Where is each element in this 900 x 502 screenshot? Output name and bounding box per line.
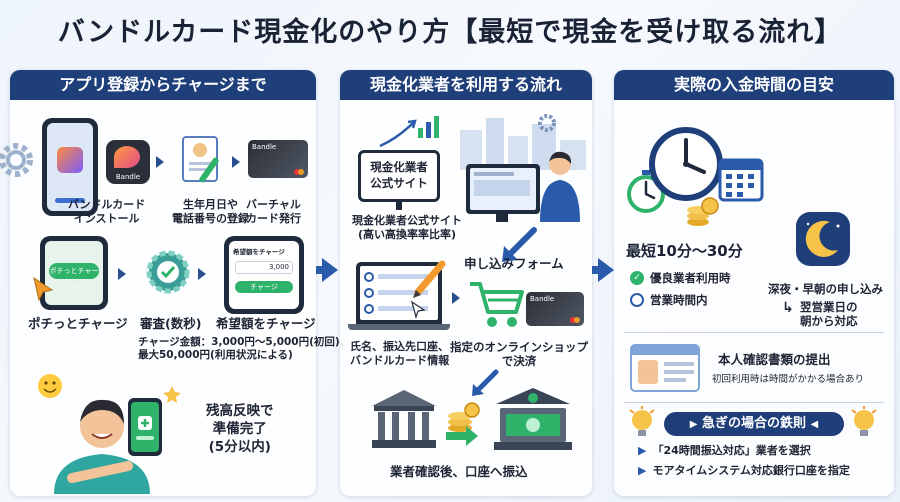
vendor-site-sign: 現金化業者 公式サイト <box>358 150 440 202</box>
gear-icon <box>0 143 33 177</box>
step-review-label: 審査(数秒) <box>140 316 202 331</box>
step-virtual-card-label: バーチャル カード発行 <box>246 198 301 225</box>
charge-amount-note: チャージ金額：3,000円〜5,000円(初回)、 最大50,000円(利用状況… <box>138 336 351 362</box>
column-header: 実際の入金時間の目安 <box>614 70 894 100</box>
city-skyline-illustration <box>460 118 586 170</box>
bar-chart-icon <box>418 116 439 138</box>
arrow-down-left-icon <box>472 369 499 396</box>
arrow-right-icon <box>156 156 164 168</box>
step-registration-label: 生年月日や 電話番号の登録 <box>172 198 249 225</box>
approval-badge-icon <box>146 250 190 294</box>
id-card-icon <box>630 344 700 392</box>
bandle-card: Bandle <box>526 292 584 326</box>
phone-app-install <box>42 118 98 216</box>
arrow-right-icon <box>198 268 206 280</box>
user-at-computer-illustration <box>540 151 580 222</box>
online-shop-payment-label: 指定のオンラインショップ で決済 <box>450 340 588 369</box>
phone-charge-amount: 希望額をチャージ 3,000 チャージ <box>224 236 304 314</box>
arrow-right-icon: ▶ <box>689 419 698 430</box>
arrow-left-icon: ◀ <box>810 419 819 430</box>
arrow-right-icon <box>452 292 460 304</box>
coin-stack-icon <box>448 402 480 432</box>
app-icon <box>57 147 83 173</box>
night-application-title: 深夜・早朝の申し込み <box>768 282 883 296</box>
cursor-icon <box>411 300 426 320</box>
charge-button-screen: ポチっとチャージ <box>49 263 99 291</box>
vendor-site-label: 現金化業者公式サイト (高い高換率率比率) <box>352 214 462 241</box>
rule-moretime-bank: ▶ モアタイムシステム対応銀行口座を指定 <box>638 463 850 478</box>
phone-charge-button: ポチっとチャージ <box>40 236 108 310</box>
night-arrow-icon: ↳ <box>782 300 794 316</box>
money-bank-icon <box>494 388 572 450</box>
coins-icon <box>687 197 719 226</box>
cursor-icon <box>33 276 54 302</box>
flow-arrow-body <box>316 266 326 274</box>
fastest-time: 最短10分〜30分 <box>626 242 743 260</box>
amount-field: 3,000 <box>235 261 293 274</box>
corner-arrow-icon: ▶ <box>638 463 647 477</box>
id-submission-note: 初回利用時は時間がかかる場合あり <box>712 374 865 385</box>
flow-arrow-icon <box>598 258 614 282</box>
check-icon: ✓ <box>630 271 644 285</box>
urgent-rules-banner: ▶ 急ぎの場合の鉄則 ◀ <box>664 412 844 436</box>
flow-arrow-body <box>592 266 600 274</box>
column-vendor-flow: 現金化業者を利用する流れ 現金化業者 公式サイト 現金化業者公式サイト (高い高 <box>340 70 592 496</box>
form-info-label: 氏名、振込先口座、 バンドルカード情報 <box>350 340 450 367</box>
column-header: アプリ登録からチャージまで <box>10 70 316 100</box>
mastercard-icon <box>570 317 580 323</box>
corner-arrow-icon: ▶ <box>638 443 647 457</box>
column-deposit-time: 実際の入金時間の目安 最短10分〜30分 ✓ 優良業者利用時 営業時間内 <box>614 70 894 496</box>
moon-icon <box>796 212 850 266</box>
bullet-quality-vendor: ✓ 優良業者利用時 <box>630 270 731 286</box>
step-charge-label: ポチっとチャージ <box>28 316 128 331</box>
shopping-cart-icon <box>470 282 524 327</box>
happy-user-illustration <box>38 374 181 494</box>
step-desired-amount-label: 希望額をチャージ <box>216 316 316 331</box>
transfer-arrow-icon <box>446 432 468 440</box>
step-install-label: バンドルカード インストール <box>68 198 146 225</box>
pencil-icon <box>413 260 446 298</box>
column-app-registration: アプリ登録からチャージまで Bandle バンドルカード インストール 生年月日… <box>0 70 350 496</box>
flow-arrow-icon <box>322 258 338 282</box>
arrow-right-icon <box>232 156 240 168</box>
growth-curve-icon <box>379 119 417 148</box>
bank-transfer-label: 業者確認後、口座へ振込 <box>390 464 528 479</box>
column-header: 現金化業者を利用する流れ <box>340 70 592 100</box>
arrow-right-icon <box>118 268 126 280</box>
virtual-card: Bandle <box>248 140 308 178</box>
lightbulb-icon <box>851 406 877 436</box>
divider <box>624 402 884 403</box>
calendar-icon <box>718 158 764 202</box>
monitor-icon <box>466 164 540 214</box>
clock-small-icon <box>630 293 644 307</box>
gear-icon <box>538 114 556 132</box>
page-title: バンドルカード現金化のやり方【最短で現金を受け取る流れ】 <box>57 17 843 48</box>
bank-building-icon <box>372 390 436 448</box>
clock-icon <box>649 127 723 201</box>
bandle-app-icon: Bandle <box>106 140 150 184</box>
charge-submit-button: チャージ <box>235 281 293 293</box>
completion-label: 残高反映で 準備完了 (5分以内) <box>206 403 274 456</box>
transfer-arrow-head <box>466 426 478 446</box>
bullet-business-hours: 営業時間内 <box>630 292 708 308</box>
lightbulb-icon <box>629 406 655 436</box>
divider <box>624 332 884 333</box>
application-form-label: 申し込みフォーム <box>464 256 564 271</box>
stopwatch-icon <box>627 170 665 213</box>
id-submission-title: 本人確認書類の提出 <box>718 352 831 367</box>
rule-24h-vendor: ▶ 「24時間振込対応」業者を選択 <box>638 443 811 458</box>
mastercard-icon <box>294 169 304 175</box>
arrow-down-left-icon <box>502 227 537 262</box>
night-result: 翌営業日の 朝から対応 <box>800 300 858 329</box>
laptop-form-icon <box>356 262 442 324</box>
